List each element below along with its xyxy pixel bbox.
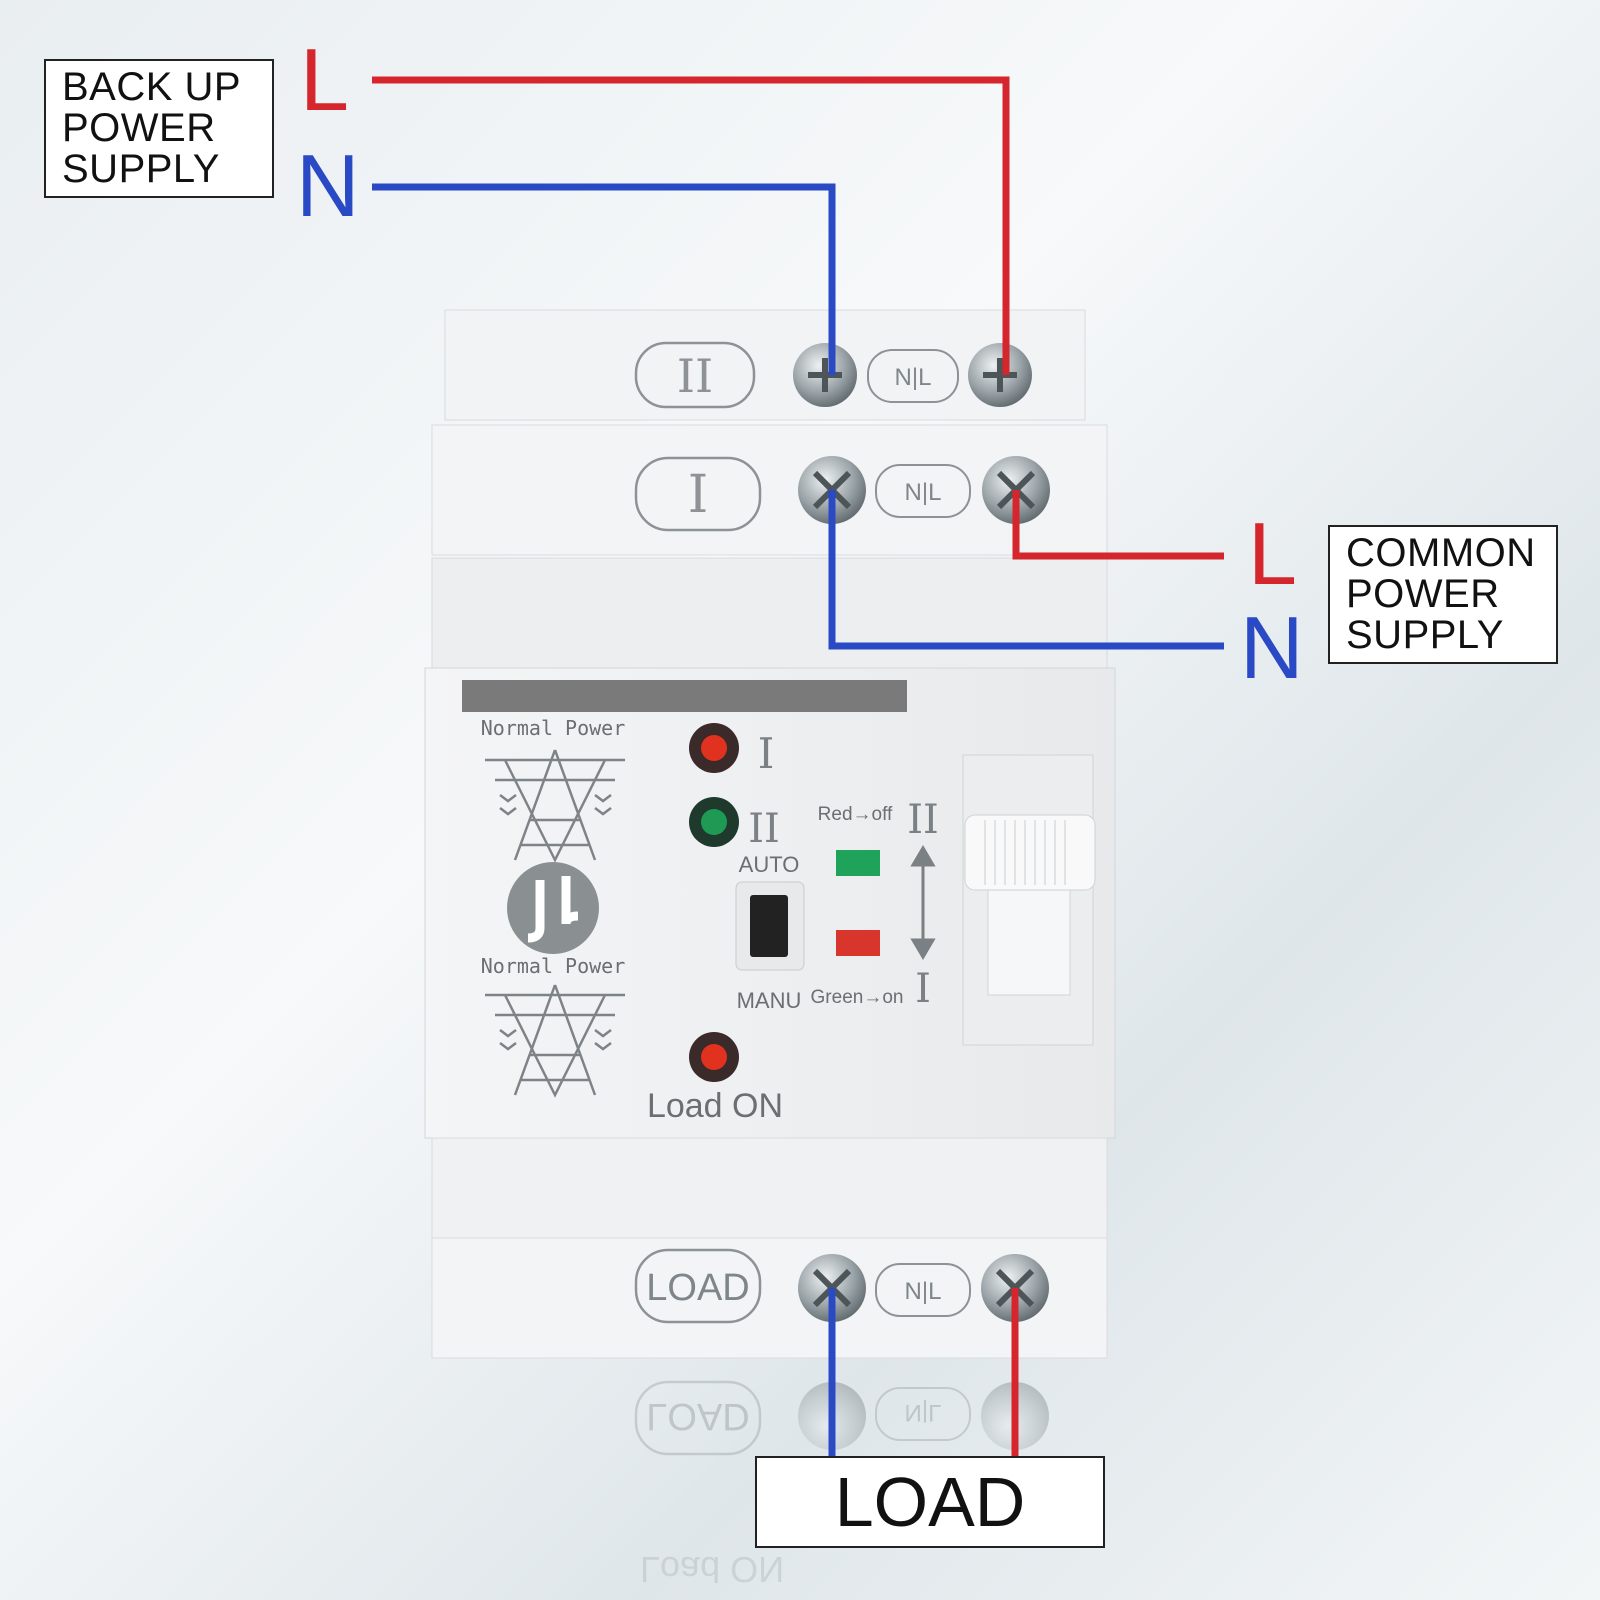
terminal-labels: II I LOAD N|L N|L N|L: [634, 341, 971, 1324]
terminal-load-label: LOAD: [646, 1267, 749, 1309]
double-arrow-icon: [910, 845, 936, 960]
backup-line-1: BACK UP: [62, 65, 242, 109]
backup-power-supply-label: BACK UP POWER SUPPLY: [44, 59, 274, 198]
front-panel: Normal Power Normal Power I II AUTO MANU: [481, 716, 1096, 1125]
red-off-label: Red→off: [818, 804, 893, 825]
wires: [372, 76, 1224, 1456]
device-reflection: LOAD N|L: [634, 1380, 1049, 1456]
backup-n-letter: N: [296, 136, 360, 235]
terminal-i-label: I: [688, 465, 709, 525]
screw-icon: [968, 343, 1032, 407]
auto-label: AUTO: [739, 852, 800, 877]
brand-logo-icon: [507, 862, 599, 954]
power-tower-icon: [485, 984, 625, 1098]
terminal-nl-mid: N|L: [905, 479, 942, 506]
reflection-load-on-text: Load ON: [640, 1549, 785, 1590]
common-line-3: SUPPLY: [1346, 613, 1504, 657]
reflection-nl-label: N|L: [905, 1399, 942, 1426]
load-label: LOAD: [755, 1456, 1105, 1548]
led-red-indicator-icon: [689, 723, 739, 773]
common-power-supply-label: COMMON POWER SUPPLY: [1328, 525, 1558, 664]
common-line-2: POWER: [1346, 572, 1500, 616]
led-green-indicator-icon: [689, 797, 739, 847]
indicator-ii-label: II: [748, 806, 780, 852]
common-n-letter: N: [1240, 598, 1304, 697]
backup-line-3: SUPPLY: [62, 147, 220, 191]
switch-i-label: I: [915, 966, 931, 1012]
load-on-label: Load ON: [647, 1087, 783, 1125]
status-window-red: [836, 930, 880, 956]
terminal-nl-load: N|L: [905, 1278, 942, 1305]
reflection-load-label: LOAD: [646, 1395, 749, 1437]
common-line-1: COMMON: [1346, 531, 1536, 575]
backup-n-wire: [372, 183, 836, 375]
backup-l-wire: [372, 76, 1010, 375]
manu-label: MANU: [737, 988, 802, 1013]
normal-power-label-2: Normal Power: [481, 954, 626, 978]
terminal-nl-top: N|L: [895, 364, 932, 391]
backup-line-2: POWER: [62, 106, 216, 150]
auto-manu-switch: [750, 895, 788, 957]
common-n-wire: [828, 490, 1224, 650]
switch-ii-label: II: [907, 797, 939, 843]
indicator-i-label: I: [758, 729, 775, 778]
normal-power-label-1: Normal Power: [481, 716, 626, 740]
common-l-wire: [1012, 490, 1224, 560]
common-l-letter: L: [1248, 504, 1297, 603]
status-window-green: [836, 850, 880, 876]
switch-lever: [962, 754, 1096, 1046]
screw-icon: [793, 343, 857, 407]
led-load-indicator-icon: [689, 1032, 739, 1082]
product-label-bar: [462, 680, 907, 712]
power-tower-icon: [485, 749, 625, 863]
terminal-ii-label: II: [677, 349, 713, 403]
green-on-label: Green→on: [811, 987, 904, 1008]
backup-l-letter: L: [300, 30, 349, 129]
